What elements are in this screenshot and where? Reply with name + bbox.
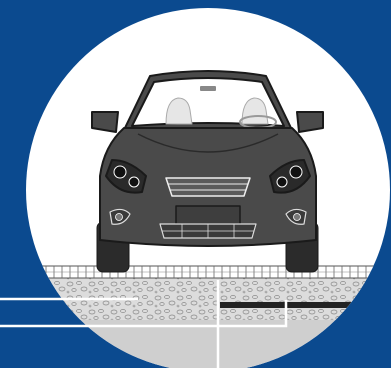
grille bbox=[166, 178, 250, 196]
paving-blocks bbox=[40, 266, 391, 278]
right-mirror bbox=[297, 112, 323, 132]
left-mirror bbox=[92, 112, 118, 132]
rear-view-mirror bbox=[200, 86, 216, 91]
license-plate bbox=[176, 206, 240, 224]
